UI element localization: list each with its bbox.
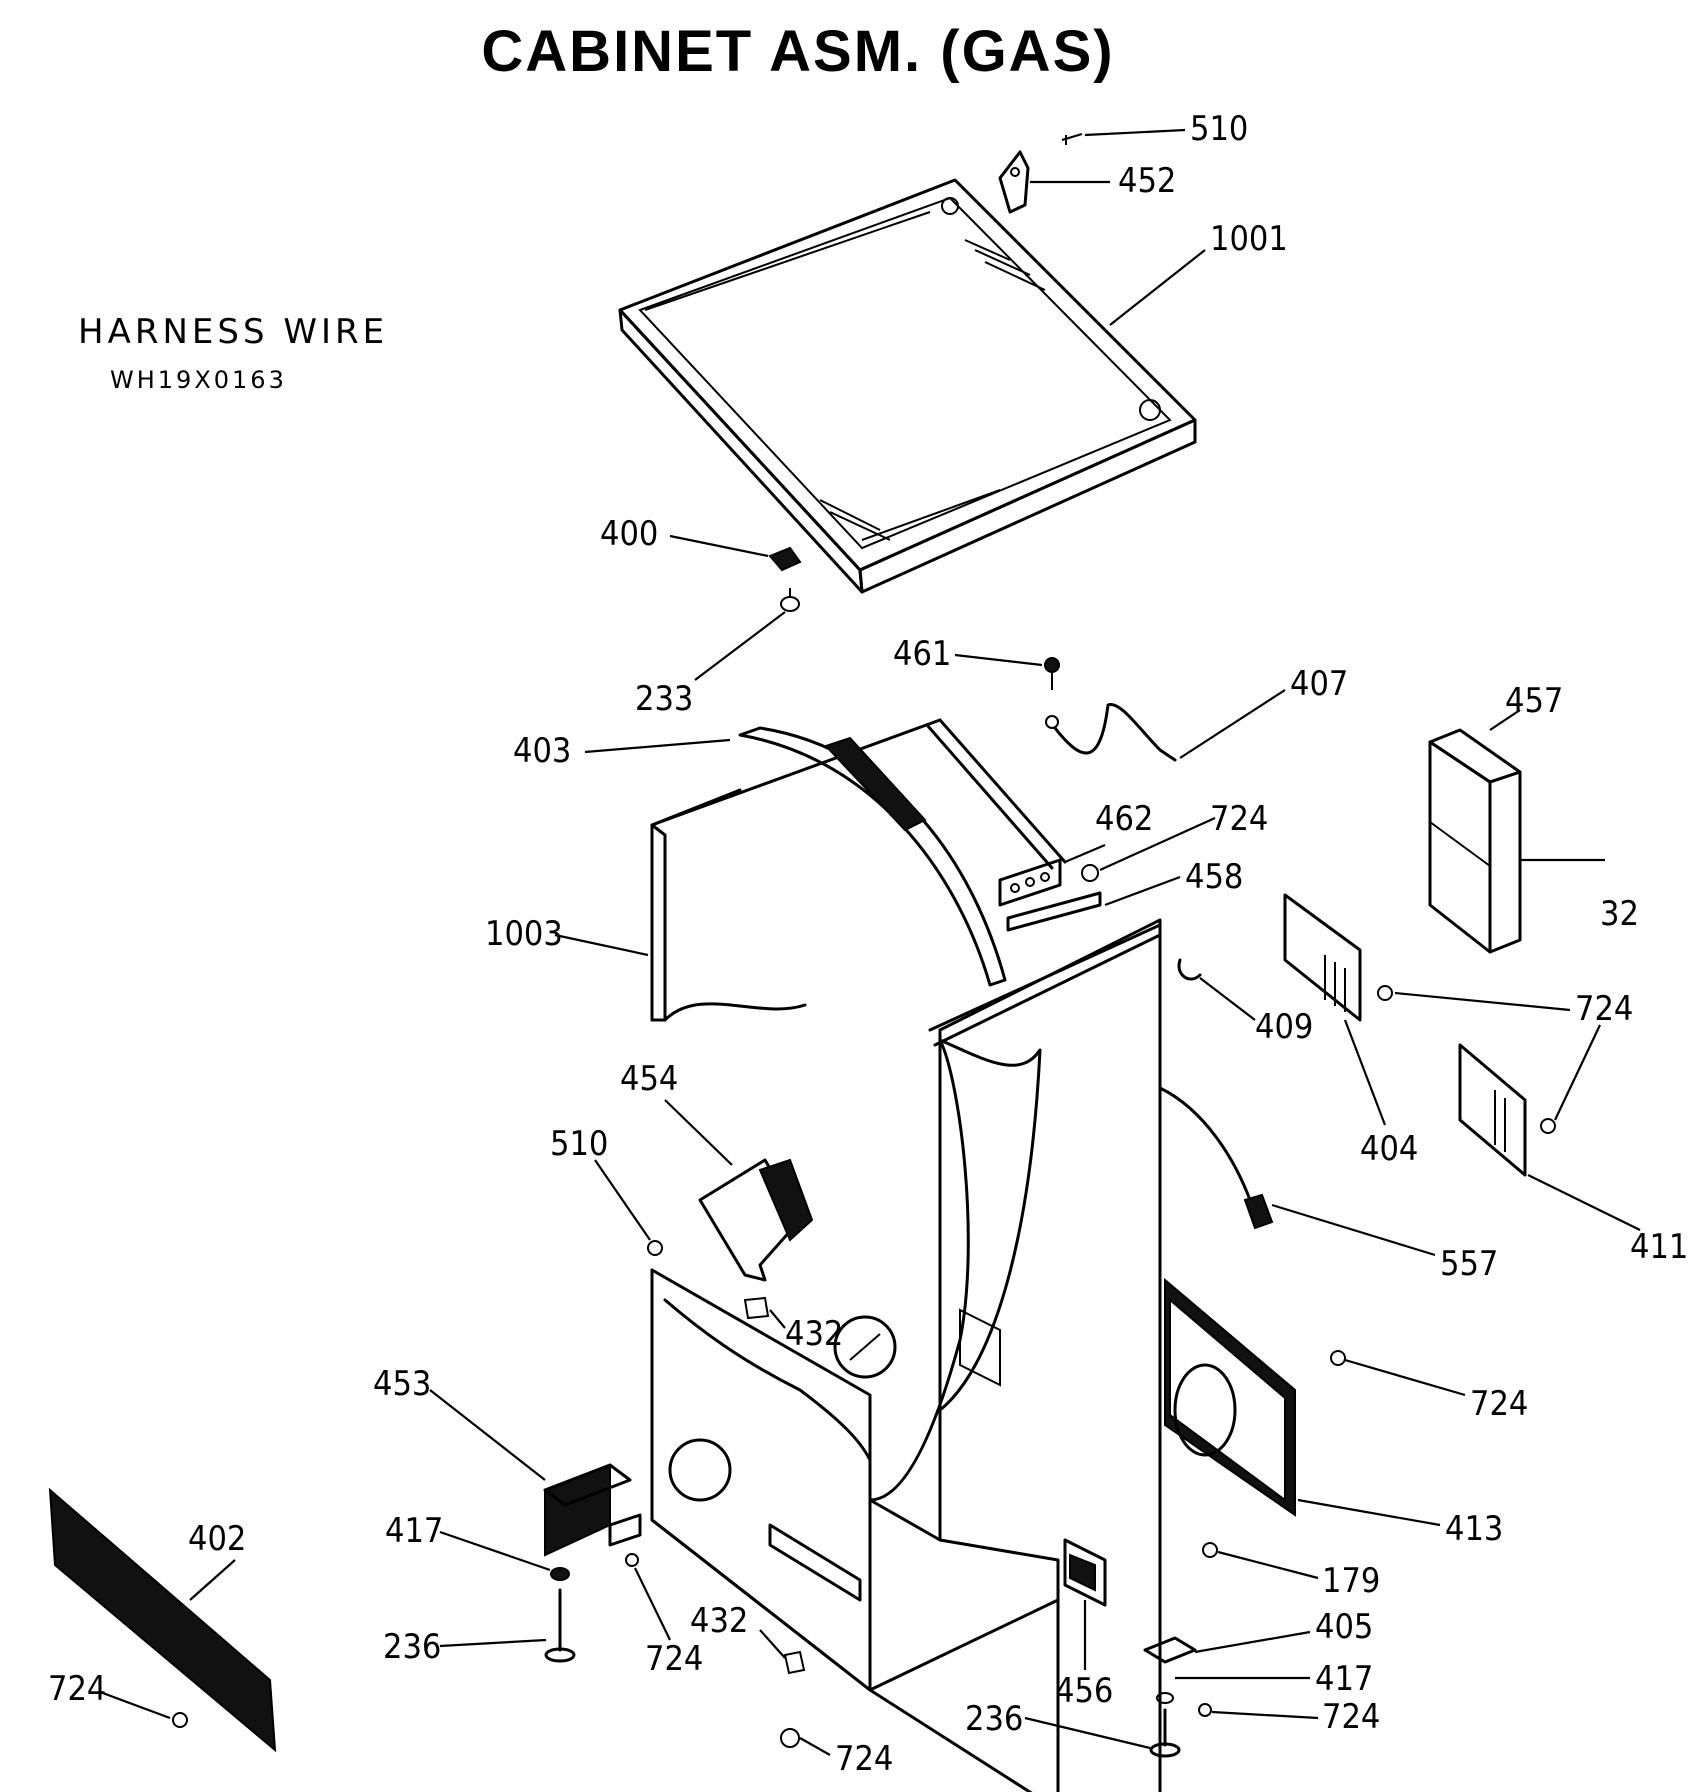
callout-510: 510 [550,1124,608,1164]
leveling-leg-236-left-part [544,1588,576,1663]
callout-453: 453 [373,1364,431,1404]
clip-432-upper-part [743,1296,770,1320]
callout-557: 557 [1440,1244,1498,1284]
washer-417-right-part [1156,1692,1174,1704]
bracket-454-part [698,1158,814,1282]
callout-724: 724 [1470,1384,1528,1424]
callout-458: 458 [1185,857,1243,897]
callout-236: 236 [383,1627,441,1667]
callout-457: 457 [1505,681,1563,721]
callout-724: 724 [835,1739,893,1779]
callout-233: 233 [635,679,693,719]
callout-236: 236 [965,1699,1023,1739]
callout-417: 417 [1315,1659,1373,1699]
callout-407: 407 [1290,664,1348,704]
leveling-leg-236-right-part [1149,1708,1181,1758]
callout-724: 724 [1210,799,1268,839]
callout-724: 724 [1322,1697,1380,1737]
callout-402: 402 [188,1519,246,1559]
bracket-452-part [998,150,1030,214]
screw-724-upper-part [1081,864,1099,882]
plate-411-part [1458,1043,1527,1177]
washer-417-left-part [550,1567,570,1581]
callout-724: 724 [1575,989,1633,1029]
callout-400: 400 [600,514,658,554]
callout-454: 454 [620,1059,678,1099]
callout-403: 403 [513,731,571,771]
callout-510: 510 [1190,109,1248,149]
page-title: CABINET ASM. (GAS) [481,19,1115,84]
screw-724-405-part [1198,1703,1212,1717]
wire-407-part [1045,703,1177,762]
callout-452: 452 [1118,161,1176,201]
callout-417: 417 [385,1511,443,1551]
callout-461: 461 [893,634,951,674]
screw-724-bottom-part [780,1728,800,1748]
callout-1001: 1001 [1210,219,1288,259]
manual-package-457-part [1428,728,1522,954]
screw-510-top-part [1061,133,1083,145]
callout-405: 405 [1315,1607,1373,1647]
leader-lines [99,128,1641,1756]
callout-labels: 510 452 1001 400 233 461 407 457 403 462… [48,109,1688,1779]
screw-179-part [1202,1542,1218,1558]
callout-413: 413 [1445,1509,1503,1549]
callout-432: 432 [785,1314,843,1354]
screw-461-part [1044,657,1060,690]
callout-404: 404 [1360,1129,1418,1169]
toe-kick-402-part [48,1487,277,1753]
callout-409: 409 [1255,1007,1313,1047]
callout-456: 456 [1055,1671,1113,1711]
top-cover-part [618,178,1197,594]
bracket-458-part [1006,891,1102,932]
screw-233-part [780,588,800,612]
plate-404-part [1283,893,1362,1022]
callout-724: 724 [645,1639,703,1679]
screw-724-plate-part [1377,985,1393,1001]
cabinet-body-part [650,718,1162,1792]
clip-409-part [1177,958,1202,981]
callout-432: 432 [690,1601,748,1641]
screw-724-rear-part [1330,1350,1346,1366]
clip-432-lower-part [783,1650,806,1675]
screw-724-toe-part [172,1712,188,1728]
callout-1003: 1003 [485,914,563,954]
screw-510-side-part [647,1240,663,1256]
callout-32: 32 [1600,894,1639,934]
bracket-456-part [1063,1538,1107,1607]
harness-wire-label: HARNESS WIRE [78,312,389,352]
bracket-405-part [1143,1636,1197,1664]
clip-400-part [768,546,802,572]
callout-462: 462 [1095,799,1153,839]
screw-724-411-part [1540,1118,1556,1134]
callout-179: 179 [1322,1561,1380,1601]
harness-wire-part-number: WH19X0163 [110,366,287,394]
power-cord-557-part [1158,1086,1274,1230]
callout-724: 724 [48,1669,106,1709]
bracket-453-part [543,1463,642,1557]
rear-panel-413-part [1164,1277,1296,1517]
screw-724-453-part [625,1553,639,1567]
terminal-block-462-part [998,858,1062,907]
callout-411: 411 [1630,1227,1688,1267]
